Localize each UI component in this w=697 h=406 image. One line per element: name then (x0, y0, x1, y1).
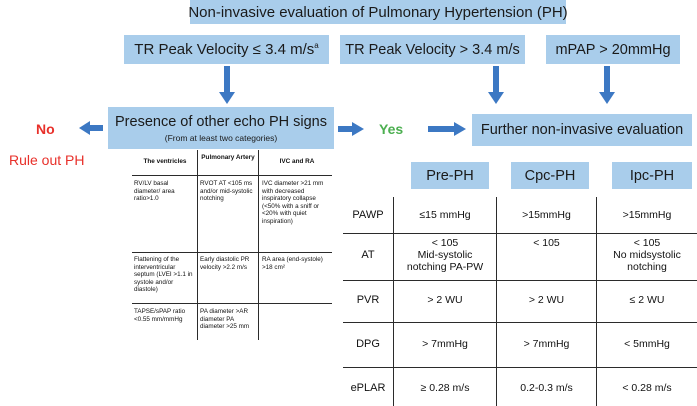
ph-cell: 0.2-0.3 m/s (520, 382, 573, 394)
tr-high-box: TR Peak Velocity > 3.4 m/s (340, 35, 525, 64)
no-label: No (36, 121, 55, 137)
ph-cell: < 5mmHg (624, 338, 670, 350)
tr-high-label: TR Peak Velocity > 3.4 m/s (345, 41, 520, 58)
arrow-right-icon (338, 122, 364, 136)
echo-header-ventricles: The ventricles (143, 158, 187, 165)
arrow-left-icon (79, 121, 103, 135)
presence-box: Presence of other echo PH signs (From at… (108, 107, 334, 149)
ph-row-label: DPG (356, 338, 380, 350)
ph-column-header: Pre-PH (411, 162, 489, 189)
ph-cell: < 105 (533, 237, 560, 249)
yes-label: Yes (379, 121, 404, 137)
echo-cell: RVOT AT <105 ms and/or mid-systolic notc… (200, 180, 253, 203)
ph-row-label: ePLAR (350, 382, 386, 394)
diagram-title: Non-invasive evaluation of Pulmonary Hyp… (188, 3, 568, 21)
echo-cell: RV/LV basal diameter/ area ratio>1.0 (134, 180, 175, 203)
echo-header-ivc-ra: IVC and RA (279, 158, 315, 165)
echo-header-pulmonary-artery: Pulmonary Artery (201, 154, 255, 161)
ph-row-label: AT (361, 249, 375, 261)
ph-cell: ≤15 mmHg (419, 209, 471, 221)
ph-column-header: Cpc-PH (511, 162, 589, 189)
ph-cell: > 2 WU (528, 294, 565, 306)
tr-low-box: TR Peak Velocity ≤ 3.4 m/sa (124, 35, 329, 64)
ph-cell: > 7mmHg (422, 338, 468, 350)
ph-cell: < 105 Mid-systolic notching PA-PW (406, 237, 484, 273)
title-box: Non-invasive evaluation of Pulmonary Hyp… (188, 0, 568, 24)
ph-cell: ≤ 2 WU (629, 294, 665, 306)
ph-cell: > 7mmHg (523, 338, 570, 350)
echo-cell: Early diastolic PR velocity >2.2 m/s (200, 256, 250, 271)
tr-low-superscript: a (314, 41, 319, 50)
ph-row-label: PVR (356, 294, 380, 306)
echo-cell: TAPSE/sPAP ratio <0.55 mm/mmHg (134, 308, 186, 323)
ph-cell: < 0.28 m/s (622, 382, 672, 394)
mpap-label: mPAP > 20mmHg (555, 41, 671, 58)
presence-subtitle: (From at least two categories) (164, 132, 278, 143)
further-evaluation-label: Further non-invasive evaluation (480, 122, 684, 138)
presence-title: Presence of other echo PH signs (115, 113, 327, 130)
ph-cell: < 105 No midsystolic notching (613, 237, 681, 273)
ph-cell: > 2 WU (427, 294, 463, 306)
mpap-box: mPAP > 20mmHg (546, 35, 680, 64)
echo-cell: IVC diameter >21 mm with decreased inspi… (262, 180, 324, 225)
arrow-down-icon (488, 66, 504, 104)
arrow-down-icon (219, 66, 235, 104)
ph-column-header: Ipc-PH (612, 162, 692, 189)
further-evaluation-box: Further non-invasive evaluation (472, 114, 692, 146)
echo-cell: PA diameter >AR diameter PA diameter >25… (200, 308, 250, 331)
ph-cell: ≥ 0.28 m/s (420, 382, 470, 394)
arrow-down-icon (599, 66, 615, 104)
ph-cell: >15mmHg (522, 209, 571, 221)
echo-cell: Flattening of the interventricular septu… (134, 256, 193, 294)
arrow-right-icon (428, 122, 466, 136)
echo-cell: RA area (end-systole) >18 cm² (262, 256, 323, 271)
ph-cell: >15mmHg (622, 209, 672, 221)
ph-row-label: PAWP (352, 209, 384, 221)
rule-out-label: Rule out PH (9, 152, 85, 168)
tr-low-label: TR Peak Velocity ≤ 3.4 m/s (134, 41, 315, 58)
